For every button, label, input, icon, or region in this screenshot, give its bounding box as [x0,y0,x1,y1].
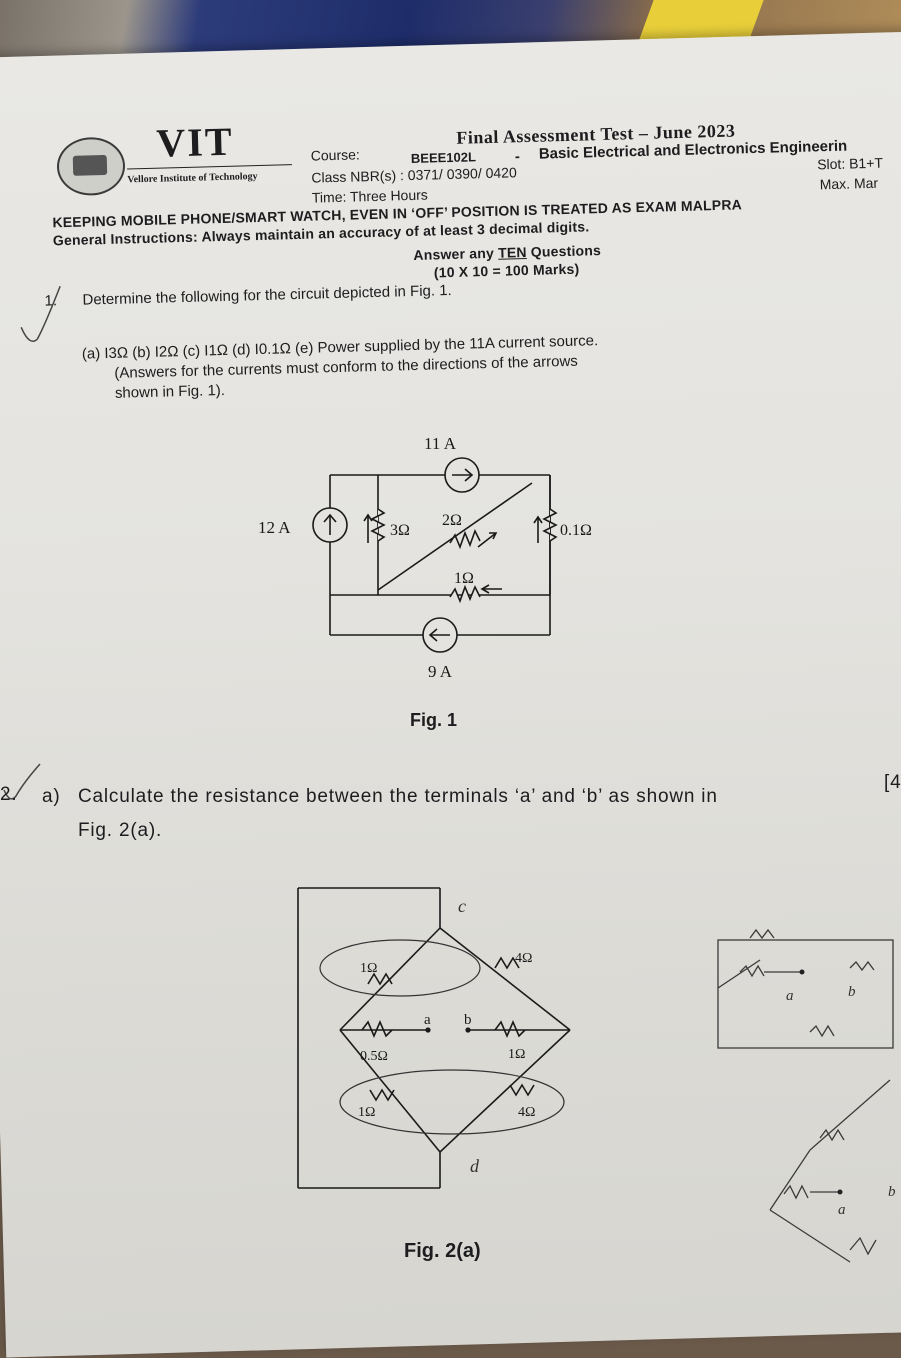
fig1-circuit: 11 A 12 A 9 A 3Ω 2Ω 1Ω 0.1Ω [258,434,592,681]
fig2a-label-r-ml: 0.5Ω [360,1049,388,1064]
fig2a-node-b: b [464,1012,472,1028]
fig2a-label-r-tr: 4Ω [515,951,532,966]
institute-name: Vellore Institute of Technology [127,171,258,186]
exam-page: VIT Vellore Institute of Technology Fina… [20,118,884,402]
q2-text-line1: Calculate the resistance between the ter… [78,786,718,807]
exam-time: Time: Three Hours [311,186,428,206]
fig2a-node-a: a [424,1012,431,1028]
margin-note-b2: b [888,1184,896,1200]
margin-note-b1: b [848,984,856,1000]
q1-text: Determine the following for the circuit … [82,281,452,309]
class-nbr: Class NBR(s) : 0371/ 0390/ 0420 [311,164,517,186]
fig2a-label-r-tl: 1Ω [360,961,377,976]
slot: Slot: B1+T [816,154,884,173]
q1-part-a-line3: shown in Fig. 1). [114,381,226,402]
fig2a-label-r-mr: 1Ω [508,1047,525,1062]
fig2a-label-r-bl: 1Ω [358,1105,375,1120]
margin-note-a2: a [838,1202,846,1218]
fig1-caption: Fig. 1 [410,710,458,730]
fig1-label-2ohm: 2Ω [442,512,462,529]
marks-line: (10 X 10 = 100 Marks) [433,260,580,281]
fig2a-circuit: 1Ω 4Ω 0.5Ω 1Ω 1Ω 4Ω a b c d [297,887,571,1189]
tick-mark-q2 [3,763,41,800]
fig1-label-01ohm: 0.1Ω [560,522,592,539]
q2-marks-fragment: [4 [884,772,901,793]
fig1-label-1ohm: 1Ω [454,570,474,587]
q2-text-line2: Fig. 2(a). [78,820,163,841]
fig2a-label-r-br: 4Ω [518,1105,535,1120]
fig1-label-3ohm: 3Ω [390,522,410,539]
fig2a-caption: Fig. 2(a) [404,1240,481,1262]
fig1-label-11a: 11 A [424,434,457,453]
fig2a-node-d: d [470,1156,480,1176]
course-label: Course: [310,146,361,164]
course-dash: - [514,148,521,166]
vit-seal-logo [56,136,126,197]
q2-part: a) [42,786,61,807]
course-code: BEEE102L [410,149,477,167]
q2-number: 2. [0,784,18,805]
handwritten-sketches: a b a b [717,928,896,1263]
margin-note-a1: a [786,988,794,1004]
fig1-label-12a: 12 A [258,518,291,537]
fig2a-node-c: c [458,896,466,916]
vit-logo-text: VIT [155,118,235,166]
tick-mark-q1 [20,285,61,342]
fig1-label-9a: 9 A [428,662,453,681]
max-marks: Max. Mar [819,174,879,193]
